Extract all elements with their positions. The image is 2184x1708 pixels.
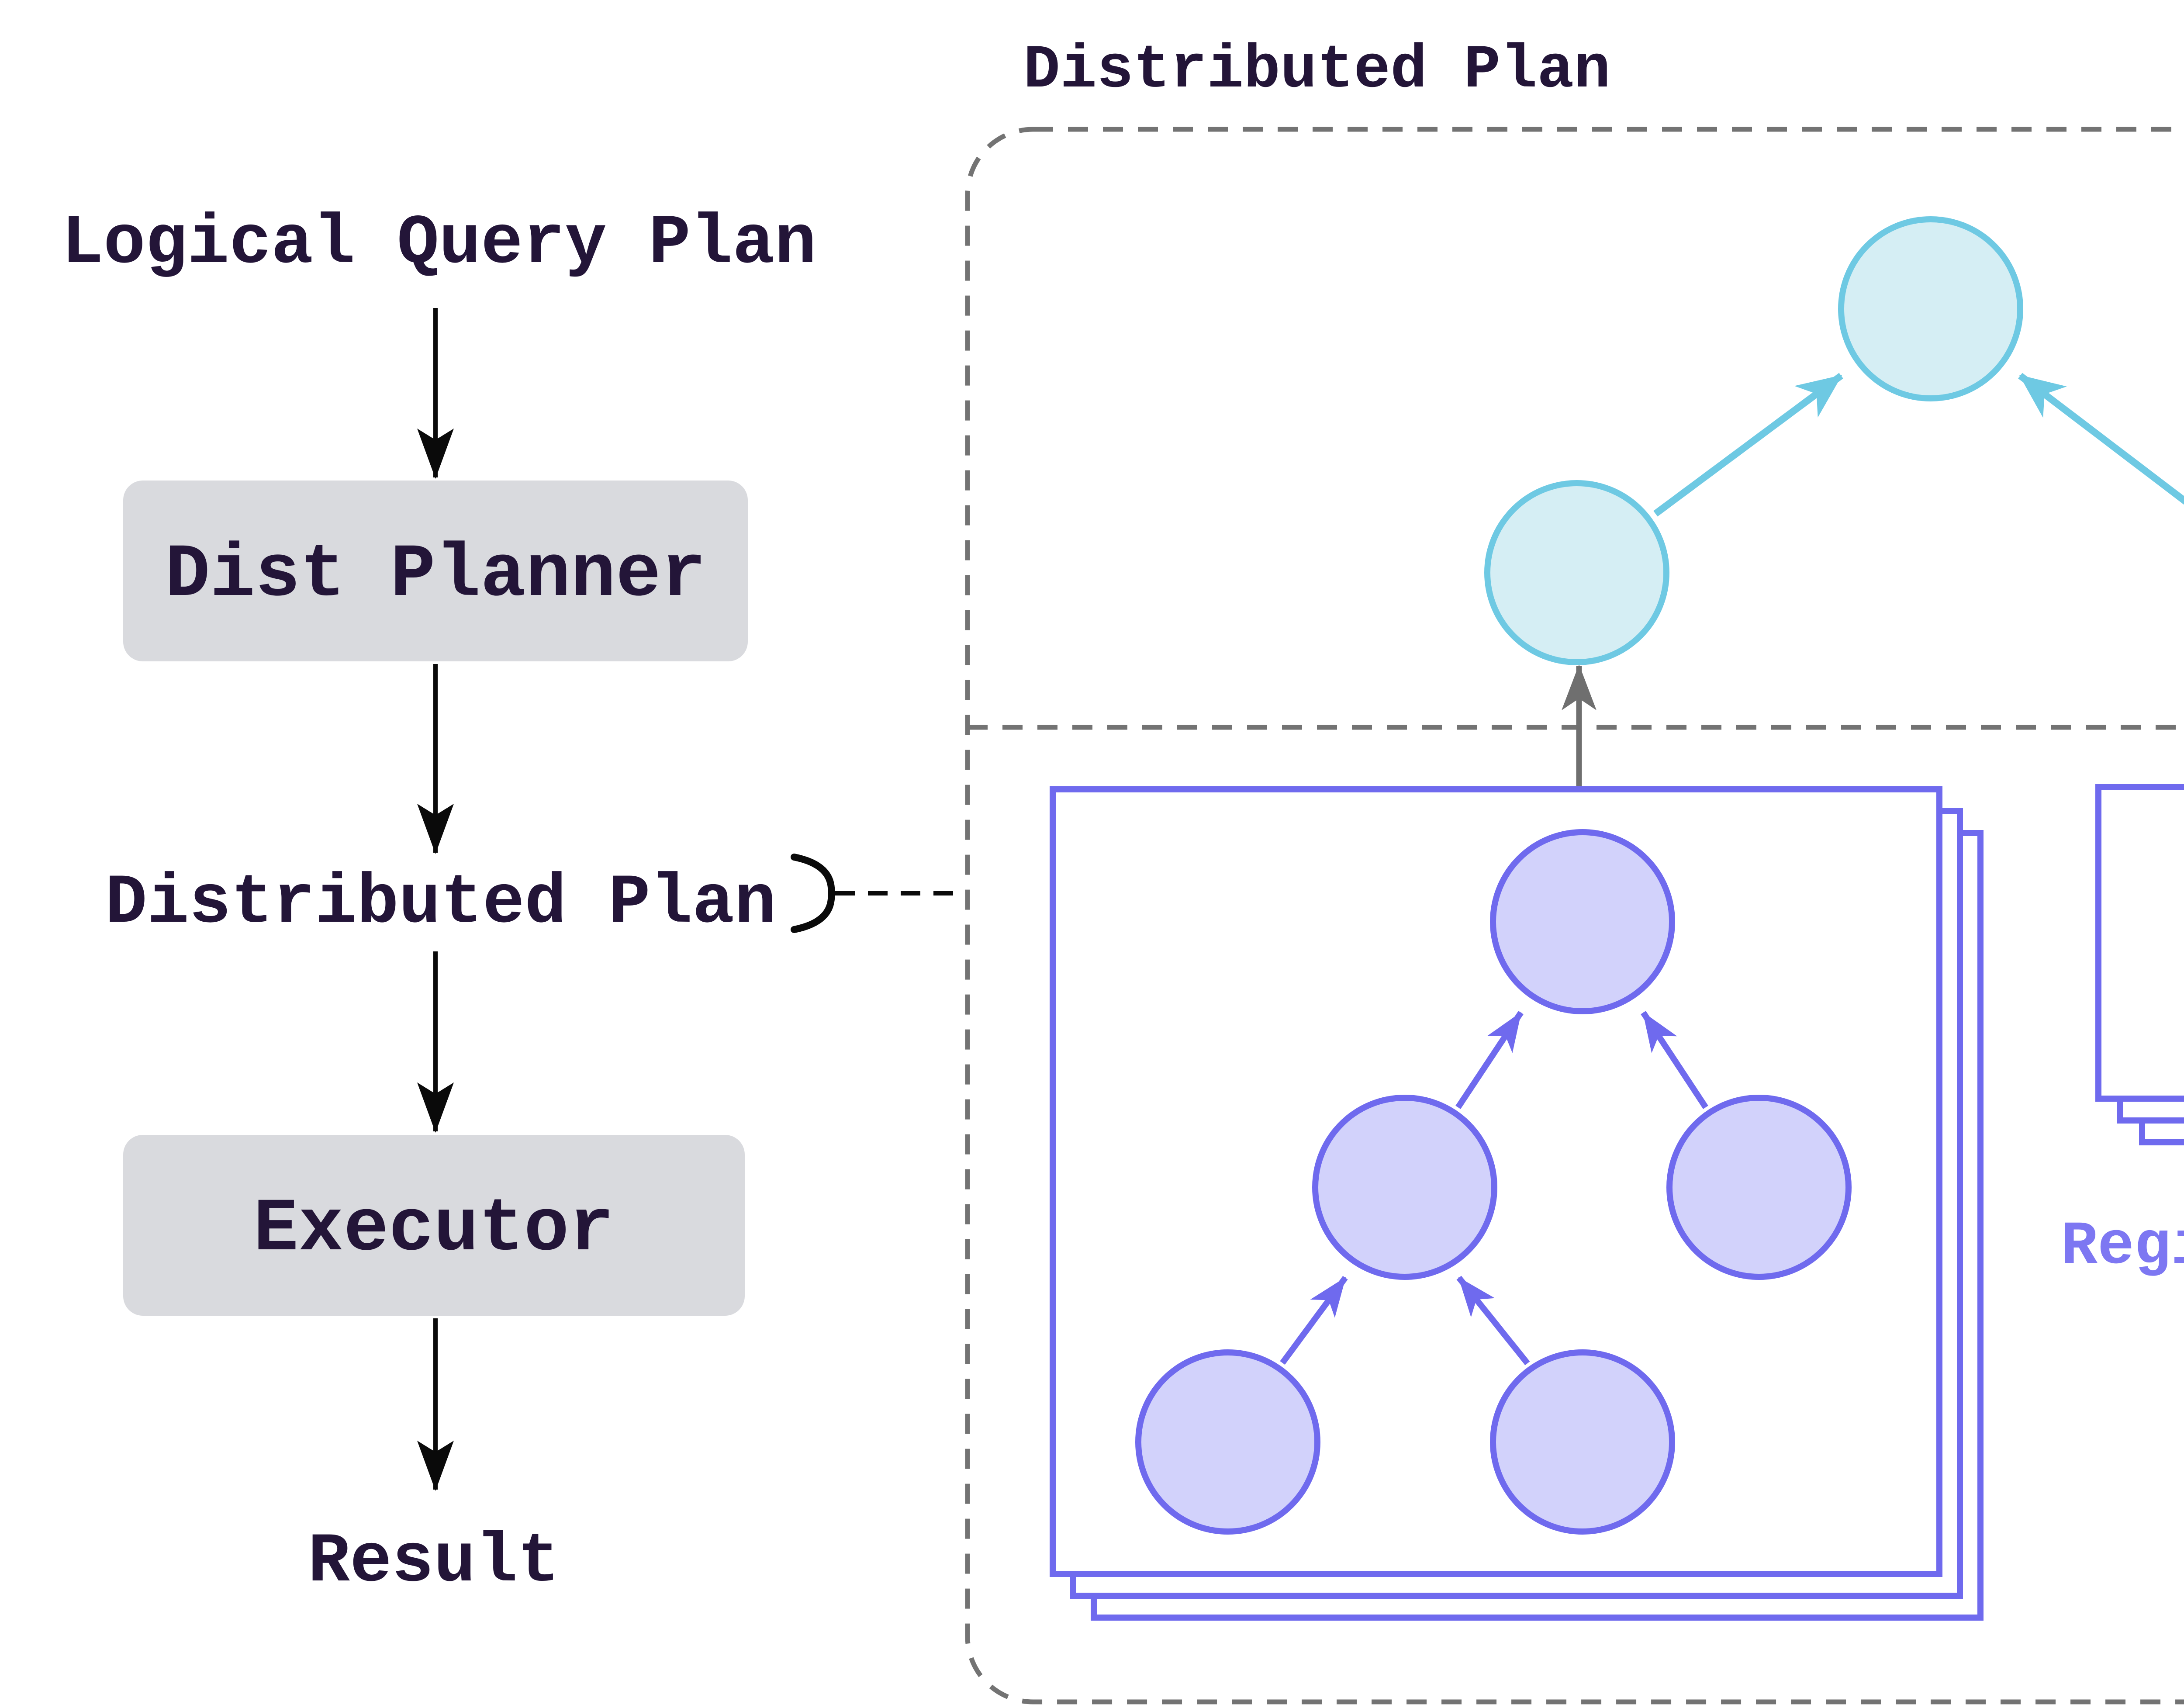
result-label: Result: [308, 1523, 560, 1602]
region-node-leaf-left: [1135, 1349, 1320, 1535]
dist-planner-label: Dist Planner: [165, 532, 706, 618]
regions-label: Regions: [2061, 1212, 2184, 1282]
distributed-plan-title: Distributed Plan: [1023, 36, 1610, 105]
dist-planner-box: [123, 481, 748, 661]
brace: [791, 854, 835, 933]
frontend-merge-arrow-right: [2018, 373, 2184, 505]
region-node-mid-right: [1666, 1095, 1852, 1280]
logical-query-plan-label: Logical Query Plan: [62, 204, 816, 284]
region-node-leaf-right: [1490, 1349, 1675, 1535]
executor-label: Executor: [253, 1187, 614, 1272]
distributed-plan-label: Distributed Plan: [105, 864, 776, 943]
region-stack-right-layer-1: [2095, 784, 2184, 1102]
frontend-node-left: [1484, 480, 1669, 665]
frontend-merge-arrow-left: [1653, 373, 1843, 517]
executor-box: [123, 1135, 745, 1316]
region-tree-arrow-midright-root: [1641, 1011, 1708, 1109]
frontend-node-root: [1838, 216, 2023, 401]
region-node-root: [1490, 829, 1675, 1014]
region-tree-arrow-leafleft-midleft: [1280, 1276, 1348, 1365]
region-node-mid-left: [1312, 1095, 1497, 1280]
region-tree-arrow-leafright-midleft: [1456, 1276, 1530, 1366]
region-tree-arrow-midleft-root: [1455, 1011, 1524, 1109]
distributed-plan-dashed-border: [965, 127, 2184, 1705]
